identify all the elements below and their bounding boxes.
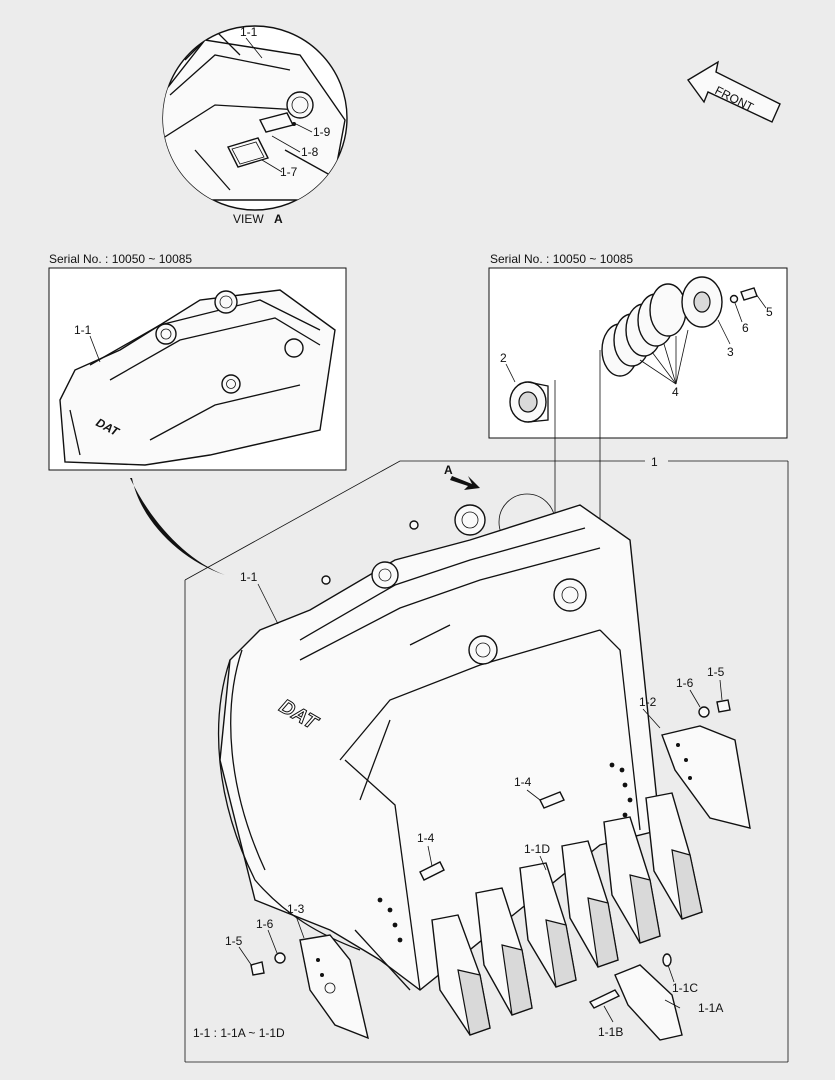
view-a-title: VIEW [233, 212, 264, 226]
callout-5: 5 [766, 305, 773, 319]
plate-3 [681, 276, 723, 328]
callout-1-7: 1-7 [280, 165, 298, 179]
view-a-letter: A [274, 212, 283, 226]
callout-1-3: 1-3 [287, 902, 305, 916]
serial-right-label: Serial No. : 10050 ~ 10085 [490, 252, 633, 266]
callout-1-1c: 1-1C [672, 981, 698, 995]
pin-1-1b [588, 989, 621, 1009]
shim-stack-4 [601, 283, 687, 377]
callout-1-4-left: 1-4 [417, 831, 435, 845]
callout-1-1-main: 1-1 [240, 570, 258, 584]
callout-1-1-left: 1-1 [74, 323, 92, 337]
callout-1-2: 1-2 [639, 695, 657, 709]
side-cutter-left [299, 934, 369, 1040]
front-arrow: FRONT [686, 60, 781, 123]
serial-left-label: Serial No. : 10050 ~ 10085 [49, 252, 192, 266]
callout-1: 1 [651, 455, 658, 469]
connector-arc [130, 478, 225, 575]
callout-1-1-detail: 1-1 [240, 25, 258, 39]
callout-1-1b: 1-1B [598, 1025, 623, 1039]
bolt-1-4-right [539, 791, 565, 809]
shim-plate-2 [509, 381, 549, 423]
adapter-1-1a [614, 964, 683, 1041]
retainer-1-1c [662, 953, 672, 967]
callout-1-9: 1-9 [313, 125, 331, 139]
nut-1-5-left [250, 961, 265, 976]
left-serial-box: Serial No. : 10050 ~ 10085 DAT 1-1 [48, 252, 347, 471]
callout-1-8: 1-8 [301, 145, 319, 159]
callout-2: 2 [500, 351, 507, 365]
callout-4: 4 [672, 385, 679, 399]
callout-6: 6 [742, 321, 749, 335]
washer-6 [729, 294, 739, 304]
washer-1-6-right [698, 706, 710, 718]
bucket-teeth [431, 792, 703, 1036]
callout-3: 3 [727, 345, 734, 359]
callout-1-6-right: 1-6 [676, 676, 694, 690]
callout-1-1d: 1-1D [524, 842, 550, 856]
rivet [292, 122, 296, 126]
main-assembly: 1 A DAT [184, 455, 789, 1063]
callout-1-6-left: 1-6 [256, 917, 274, 931]
callout-1-5-left: 1-5 [225, 934, 243, 948]
right-serial-box: Serial No. : 10050 ~ 10085 2 3 [488, 252, 788, 439]
bolt-1-4-left [419, 861, 445, 881]
view-a-detail: 1-1 1-9 1-8 1-7 VIEW A [162, 25, 348, 226]
arrow-a-label: A [444, 463, 453, 477]
footnote: 1-1 : 1-1A ~ 1-1D [193, 1026, 285, 1040]
callout-1-1a: 1-1A [698, 1001, 723, 1015]
washer-1-6-left [274, 952, 286, 964]
side-cutter-right [661, 725, 751, 829]
nameplate [227, 137, 269, 168]
callout-1-4-right: 1-4 [514, 775, 532, 789]
nut-1-5-right [716, 699, 731, 713]
callout-1-5-right: 1-5 [707, 665, 725, 679]
